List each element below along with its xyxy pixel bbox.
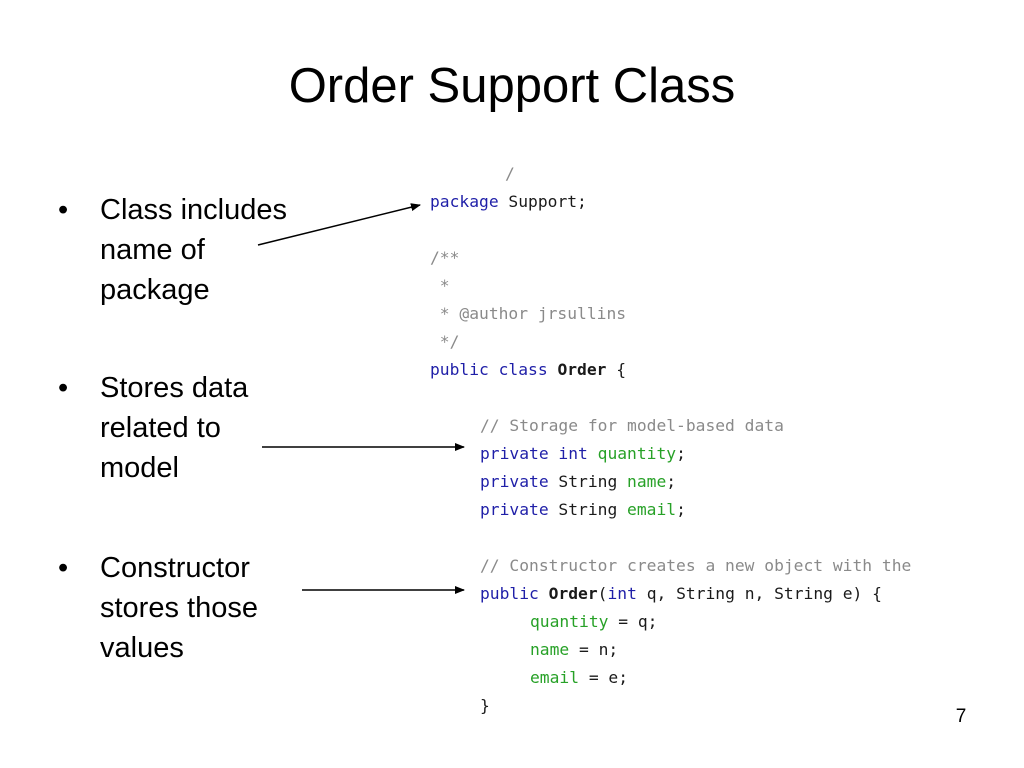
code-line: } (480, 692, 490, 715)
code-token: ; (666, 472, 677, 491)
code-token: // Storage for model-based data (480, 416, 784, 435)
bullet-text: Constructor stores those values (100, 552, 258, 664)
code-line: private String name; (480, 468, 676, 496)
code-line: email = e; (530, 664, 628, 692)
bullet-marker: • (58, 372, 69, 404)
code-token: = q; (608, 612, 658, 631)
code-token: */ (430, 332, 460, 351)
code-token: quantity (597, 444, 677, 463)
code-token (588, 444, 598, 463)
code-line: quantity = q; (530, 608, 657, 636)
code-token: { (606, 360, 627, 379)
code-line: // Constructor creates a new object with… (480, 552, 911, 580)
code-line: public class Order { (430, 356, 626, 384)
code-token: private int (480, 444, 588, 463)
code-token: email (627, 500, 677, 519)
code-line: private String email; (480, 496, 686, 524)
code-token: // Constructor creates a new object with… (480, 556, 912, 575)
code-line: // Storage for model-based data (480, 412, 784, 440)
code-token: } (480, 696, 490, 715)
code-line: private int quantity; (480, 440, 686, 468)
code-line: /** (430, 244, 459, 272)
code-token: = e; (579, 668, 629, 687)
code-token: = n; (569, 640, 619, 659)
code-token: package (430, 192, 499, 211)
bullet-text: Class includes name of package (100, 194, 287, 306)
code-token: private (480, 472, 549, 491)
code-token: /** (430, 248, 460, 267)
code-token: String (548, 472, 628, 491)
code-token: / (505, 164, 515, 183)
code-line: / (505, 160, 515, 188)
code-screenshot: / package Support; /** * * @author jrsulli… (430, 155, 1024, 715)
code-token: ; (676, 444, 686, 463)
code-token: Order (557, 360, 607, 379)
page-number: 7 (955, 706, 967, 727)
code-line: * @author jrsullins (430, 300, 626, 328)
bullet-text: Stores data related to model (100, 372, 249, 484)
code-token (539, 584, 549, 603)
code-line: name = n; (530, 636, 618, 664)
code-line: */ (430, 328, 460, 356)
code-token: * @author jrsullins (430, 304, 627, 323)
code-token: private (480, 500, 549, 519)
bullet-marker: • (58, 194, 69, 226)
code-token: name (530, 640, 570, 659)
code-line: public Order(int q, String n, String e) … (480, 580, 882, 608)
code-token: ; (676, 500, 686, 519)
code-token: int (607, 584, 637, 603)
code-token: email (530, 668, 580, 687)
code-line: * (430, 272, 450, 300)
code-line: package Support; (430, 188, 587, 216)
code-token: String (548, 500, 628, 519)
slide-title: Order Support Class (288, 59, 736, 113)
code-token: name (627, 472, 667, 491)
bullet-marker: • (58, 552, 69, 584)
code-token: Support; (498, 192, 587, 211)
code-token: ( (597, 584, 608, 603)
code-token: Order (548, 584, 598, 603)
code-token: public (480, 584, 539, 603)
code-token: public class (430, 360, 548, 379)
code-token: quantity (530, 612, 609, 631)
code-token: q, String n, String e) { (636, 584, 882, 603)
code-token: * (430, 276, 450, 295)
code-token (548, 360, 558, 379)
